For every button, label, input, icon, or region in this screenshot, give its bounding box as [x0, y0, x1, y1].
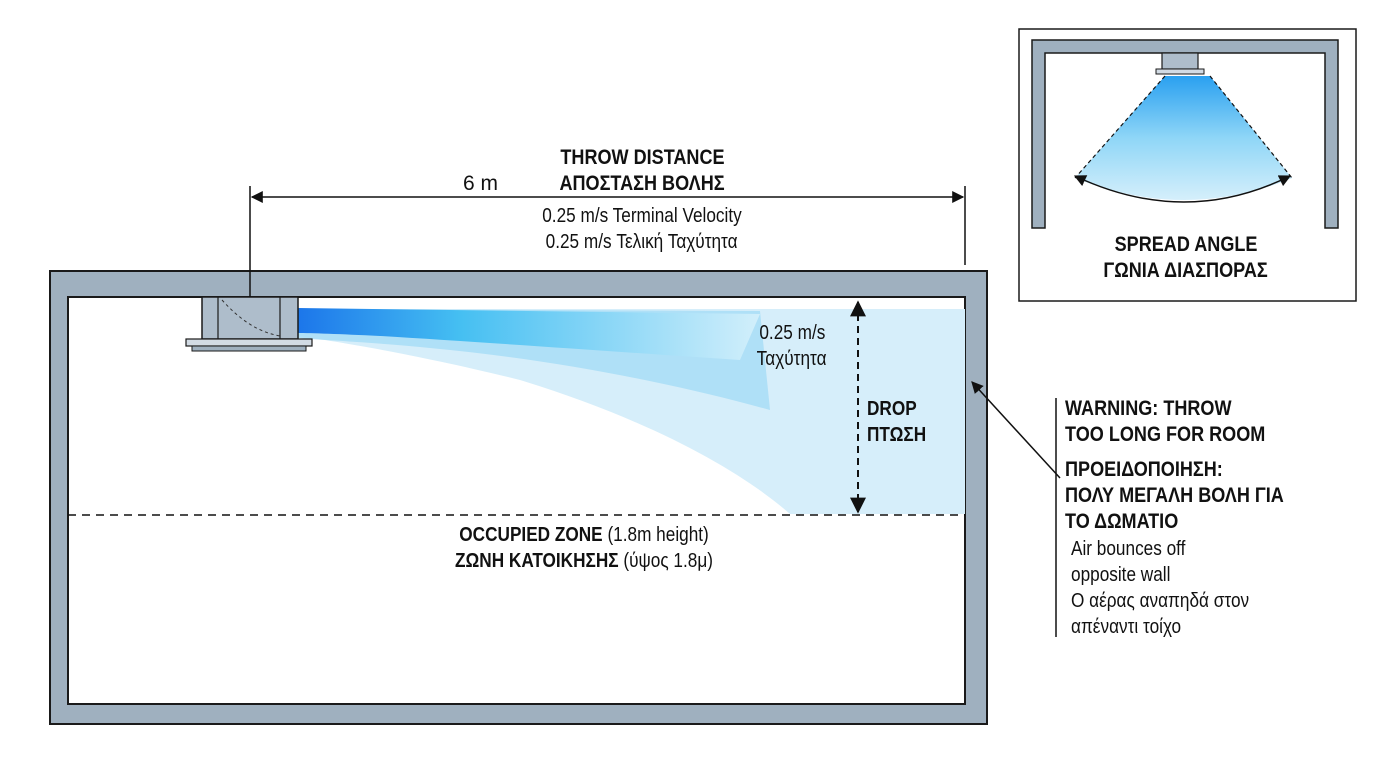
room-walls	[49, 270, 988, 725]
inset-diffuser-faceplate	[1155, 68, 1205, 75]
room	[49, 270, 988, 725]
diffuser-faceplate	[185, 338, 313, 347]
jet-velocity-label-el: Ταχύτητα	[757, 348, 827, 370]
warning-body-en-1: Air bounces off	[1071, 538, 1186, 560]
ceiling-diffuser	[185, 296, 313, 352]
throw-title-en: THROW DISTANCE	[559, 146, 725, 169]
warning-body-en-2: opposite wall	[1071, 564, 1171, 586]
inset-diffuser	[1161, 52, 1199, 70]
warning-title-el-1: ΠΡΟΕΙΔΟΠΟΙΗΣΗ:	[1065, 458, 1223, 481]
spread-title-el: ΓΩΝΙΑ ΔΙΑΣΠΟΡΑΣ	[1103, 259, 1269, 282]
warning-body-el-1: Ο αέρας αναπηδά στον	[1071, 590, 1250, 612]
air-jet	[298, 308, 965, 514]
spread-title-en: SPREAD ANGLE	[1114, 233, 1258, 256]
air-jet-core	[298, 308, 760, 360]
warning-title-el-2: ΠΟΛΥ ΜΕΓΑΛΗ ΒΟΛΗ ΓΙΑ	[1065, 484, 1284, 507]
drop-label-el: ΠΤΩΣΗ	[867, 424, 927, 446]
diffuser-vane	[221, 299, 281, 337]
warning-title-en-1: WARNING: THROW	[1065, 397, 1232, 420]
warning-body-el-2: απέναντι τοίχο	[1071, 616, 1182, 638]
throw-distance-value: 6 m	[463, 172, 499, 195]
throw-velocity-en: 0.25 m/s Terminal Velocity	[542, 205, 742, 227]
throw-title-el: ΑΠΟΣΤΑΣΗ ΒΟΛΗΣ	[559, 172, 725, 195]
occupied-zone-el: ΖΩΝΗ ΚΑΤΟΙΚΗΣΗΣ (ύψος 1.8μ)	[455, 550, 713, 572]
throw-dimension	[249, 186, 966, 297]
warning-title-el-3: ΤΟ ΔΩΜΑΤΙΟ	[1065, 510, 1179, 533]
spread-edge-right	[1209, 75, 1293, 179]
throw-velocity-el: 0.25 m/s Τελική Ταχύτητα	[546, 231, 738, 253]
air-jet-outer	[298, 309, 965, 514]
diffuser-trim	[191, 345, 307, 352]
warning-pointer-arrow	[971, 381, 1061, 479]
occupied-zone-en: OCCUPIED ZONE (1.8m height)	[459, 524, 709, 546]
inset-air-cone	[1075, 76, 1292, 200]
inset-walls	[1031, 39, 1339, 229]
jet-velocity-value: 0.25 m/s	[759, 322, 825, 344]
warning-title-en-2: TOO LONG FOR ROOM	[1065, 423, 1266, 446]
spread-edge-left	[1074, 75, 1166, 179]
diffuser-box	[201, 296, 299, 340]
spread-angle-arc	[1073, 175, 1292, 203]
drop-label-en: DROP	[867, 398, 917, 420]
spread-angle-inset	[1018, 28, 1357, 302]
